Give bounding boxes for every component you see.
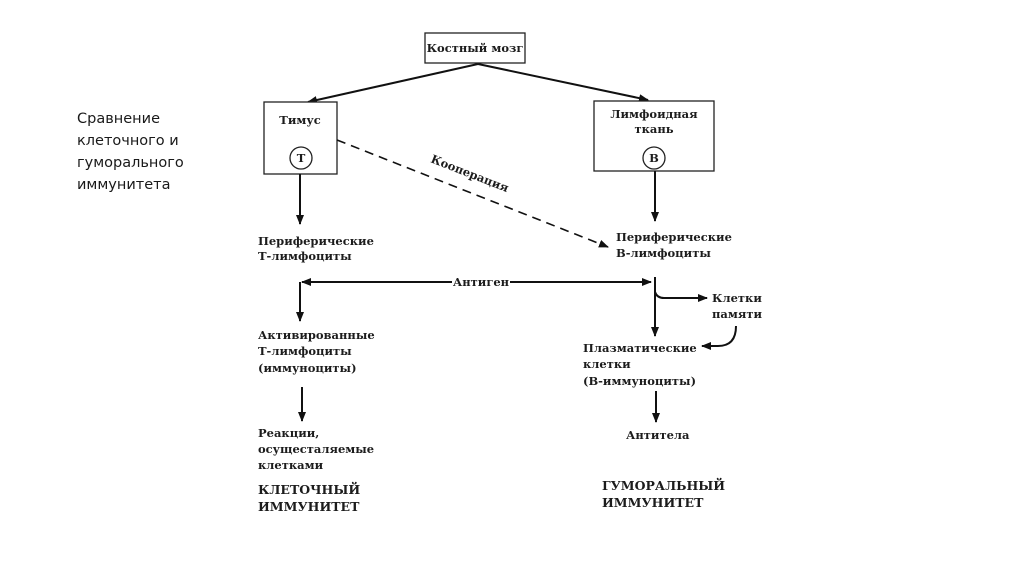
arrow-memory-to-plasma <box>701 325 737 350</box>
arrow-bone-marrow-to-lymphoid <box>477 63 649 103</box>
bone-marrow-node: Костный мозг <box>424 32 526 64</box>
activated-t-node: Активированные Т-лимфоциты (иммуноциты) <box>258 328 375 375</box>
t-cell-circle-icon <box>289 146 313 170</box>
cooperation-arrow <box>336 139 609 248</box>
b-cell-label: B <box>649 151 659 165</box>
slide-title-line: Сравнение <box>77 111 160 127</box>
peripheral-b-line: В-лимфоциты <box>616 246 711 260</box>
memory-cells-node: Клетки памяти <box>712 291 762 321</box>
t-cell-label: T <box>297 151 306 165</box>
peripheral-t-node: Периферические Т-лимфоциты <box>258 234 374 263</box>
plasma-cells-line: клетки <box>583 357 631 371</box>
antibodies-label: Антитела <box>626 428 690 442</box>
lymphoid-label-line: Лимфоидная <box>610 107 698 121</box>
plasma-cells-node: Плазматические клетки (В-иммуноциты) <box>583 341 697 388</box>
plasma-cells-line: Плазматические <box>583 341 697 355</box>
slide-title: Сравнение клеточного и гуморального имму… <box>77 108 184 196</box>
cell-reactions-line: Реакции, <box>258 426 319 440</box>
cooperation-label: Кооперация <box>429 152 511 195</box>
cellular-immunity-label: КЛЕТОЧНЫЙ ИММУНИТЕТ <box>258 481 360 514</box>
arrow-to-memory-cells <box>654 291 708 302</box>
cell-reactions-line: клетками <box>258 458 324 472</box>
activated-t-line: (иммуноциты) <box>258 361 357 375</box>
antigen-label: Антиген <box>453 275 510 289</box>
humoral-immunity-line: ИММУНИТЕТ <box>602 495 704 510</box>
bone-marrow-label: Костный мозг <box>427 41 524 55</box>
plasma-cells-line: (В-иммуноциты) <box>583 374 696 388</box>
peripheral-b-node: Периферические В-лимфоциты <box>616 230 732 260</box>
memory-cells-line: Клетки <box>712 291 762 305</box>
activated-t-line: Активированные <box>258 328 375 342</box>
cell-reactions-line: осущесталяемые <box>258 442 374 456</box>
thymus-node: Тимус T <box>263 101 338 175</box>
b-cell-circle-icon <box>642 146 666 170</box>
arrow-bone-marrow-to-thymus <box>307 63 479 104</box>
slide-title-line: клеточного и <box>77 133 179 149</box>
peripheral-t-line: Периферические <box>258 234 374 248</box>
cellular-immunity-line: ИММУНИТЕТ <box>258 499 360 514</box>
thymus-label: Тимус <box>279 113 320 127</box>
peripheral-t-line: Т-лимфоциты <box>258 249 352 263</box>
slide-title-line: иммунитета <box>77 177 171 193</box>
slide-title-line: гуморального <box>77 155 184 171</box>
peripheral-b-line: Периферические <box>616 230 732 244</box>
lymphoid-tissue-node: Лимфоидная ткань B <box>593 100 715 172</box>
lymphoid-label-line: ткань <box>634 122 673 136</box>
cell-reactions-node: Реакции, осущесталяемые клетками <box>258 426 374 472</box>
humoral-immunity-label: ГУМОРАЛЬНЫЙ ИММУНИТЕТ <box>602 477 725 510</box>
memory-cells-line: памяти <box>712 307 762 321</box>
humoral-immunity-line: ГУМОРАЛЬНЫЙ <box>602 477 725 493</box>
activated-t-line: Т-лимфоциты <box>258 344 352 358</box>
cellular-immunity-line: КЛЕТОЧНЫЙ <box>258 481 360 497</box>
